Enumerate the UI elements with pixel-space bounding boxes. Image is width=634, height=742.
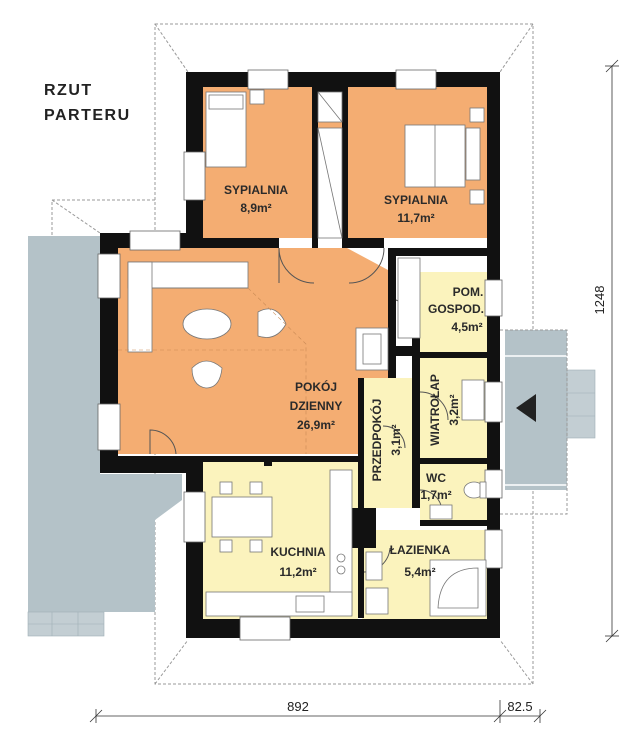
windows — [97, 69, 503, 641]
room-name-bedroom-1: SYPIALNIA — [224, 183, 288, 197]
dimension-height: 1248 — [592, 286, 607, 315]
room-area-living: 26,9m² — [297, 418, 335, 432]
room-area-bathroom: 5,4m² — [404, 565, 435, 579]
room-area-vestibule: 3,2m² — [447, 394, 461, 425]
room-area-utility: 4,5m² — [451, 320, 482, 334]
plan-title-line2: PARTERU — [44, 107, 131, 124]
toilet-wc — [429, 481, 487, 520]
armchair — [191, 308, 287, 389]
room-area-wc: 1,7m² — [420, 488, 451, 502]
dimension-width-main: 892 — [287, 699, 309, 714]
wardrobe — [397, 257, 421, 339]
kitchen-counter — [205, 469, 353, 617]
dimension-lines — [89, 59, 619, 723]
room-area-bedroom-1: 8,9m² — [240, 201, 271, 215]
storage-cabinet — [461, 379, 485, 421]
fireplace — [355, 327, 389, 371]
coffee-table — [182, 308, 232, 340]
bathtub — [429, 559, 487, 617]
dimension-width-annex: 82.5 — [507, 699, 532, 714]
room-name-utility-1: POM. — [453, 285, 484, 299]
room-area-hallway: 3,1m² — [389, 424, 403, 455]
room-name-utility-2: GOSPOD. — [428, 302, 484, 316]
room-area-bedroom-2: 11,7m² — [397, 211, 434, 225]
room-name-vestibule: WIATROŁAP — [428, 374, 442, 446]
hallway-fill — [362, 378, 420, 508]
sofa — [127, 261, 249, 353]
living-room-guide-lines — [118, 287, 307, 454]
living-room-fill — [118, 248, 388, 454]
plan-title-line1: RZUT — [44, 82, 93, 99]
room-name-bedroom-2: SYPIALNIA — [384, 193, 448, 207]
terrace-left — [27, 236, 182, 637]
utility-room-fill — [420, 272, 487, 352]
room-name-wc: WC — [426, 471, 446, 485]
room-name-hallway: PRZEDPOKÓJ — [369, 399, 384, 482]
room-name-living-2: DZIENNY — [290, 399, 343, 413]
room-area-kitchen: 11,2m² — [279, 565, 316, 579]
dining-table — [211, 481, 273, 553]
bed-single — [205, 89, 343, 239]
room-name-living-1: POKÓJ — [295, 379, 337, 394]
room-name-kitchen: KUCHNIA — [270, 545, 326, 559]
room-name-bathroom: ŁAZIENKA — [390, 543, 451, 557]
bathroom-sink — [365, 551, 389, 615]
bed-double — [404, 107, 485, 205]
entrance-porch — [505, 330, 596, 490]
